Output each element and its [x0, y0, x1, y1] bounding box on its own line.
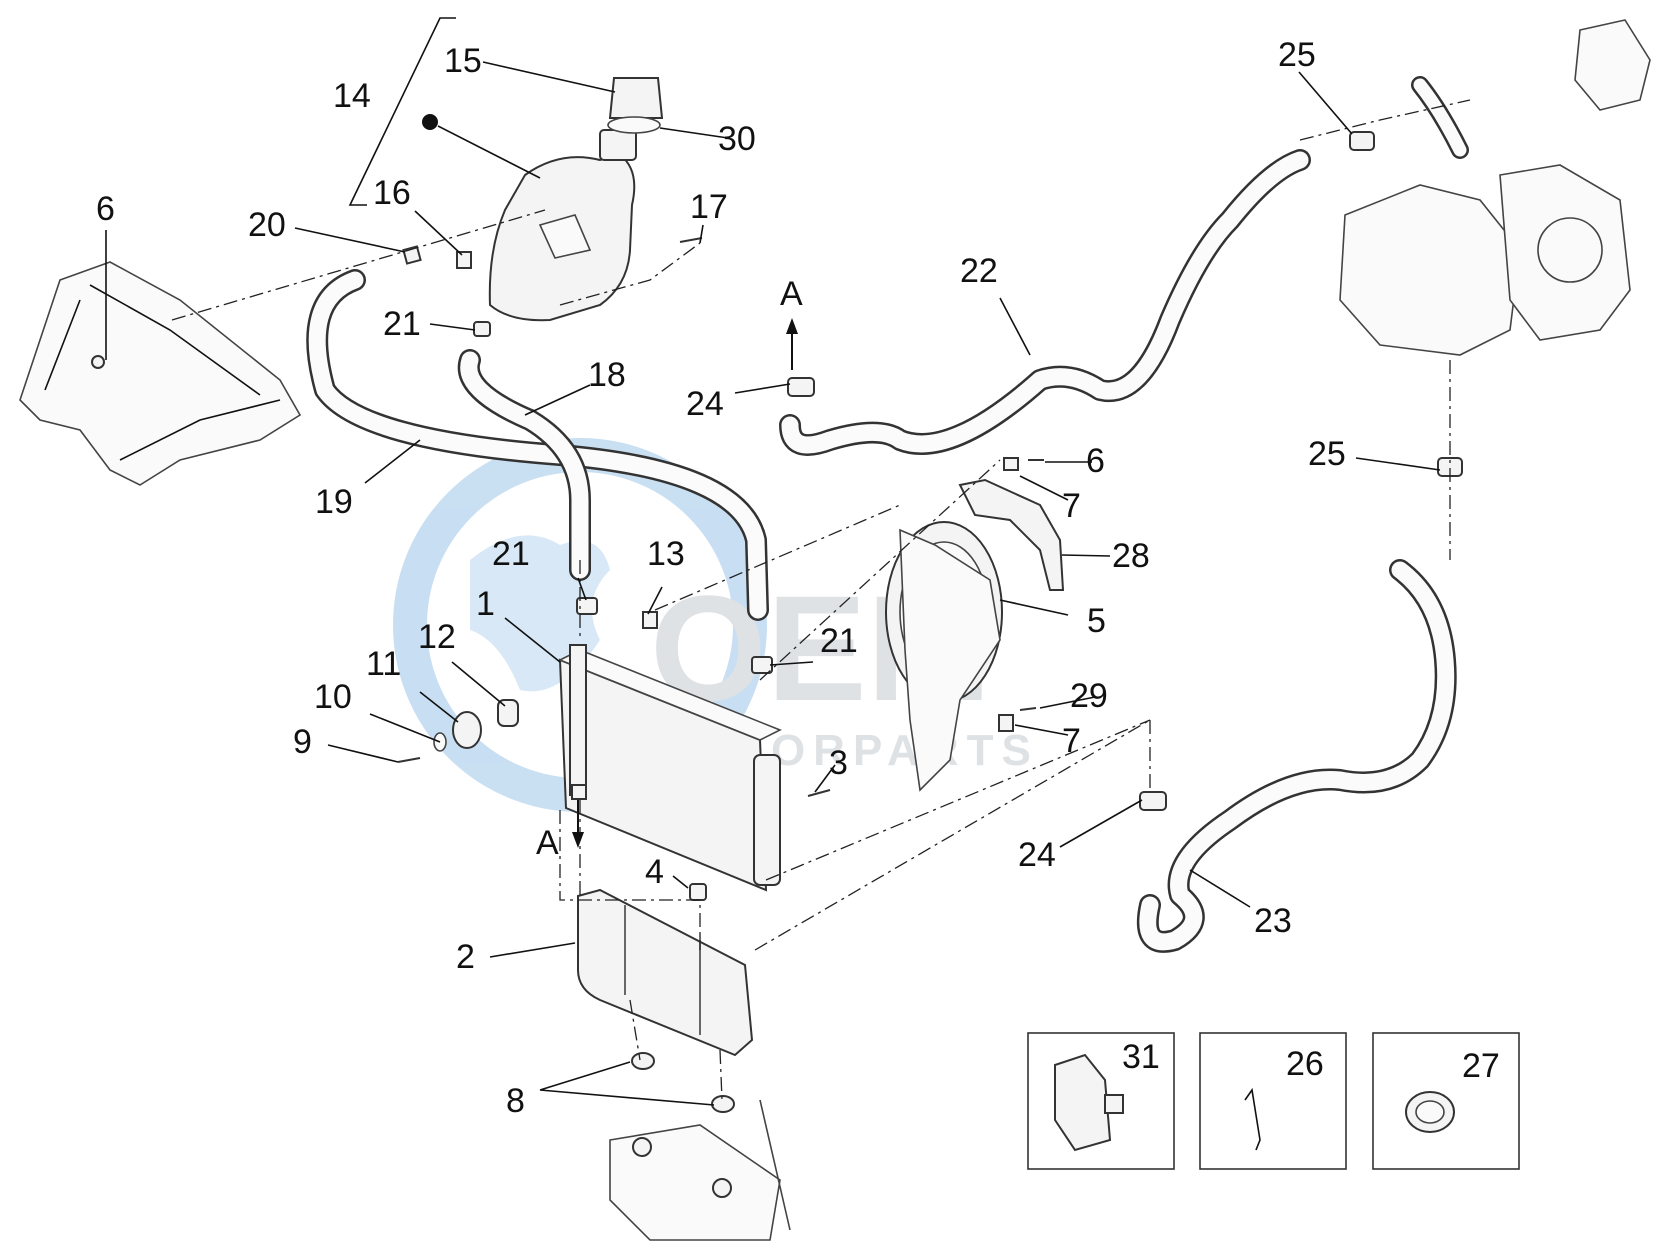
- hose-23: [1136, 559, 1457, 953]
- callout-10: 10: [314, 678, 352, 716]
- expansion-tank: [488, 77, 664, 322]
- callout-21c: 21: [492, 535, 530, 573]
- frame-floor: [609, 1099, 791, 1241]
- callout-24b: 24: [1018, 836, 1056, 874]
- callout-22: 22: [960, 252, 998, 290]
- small-hardware: [397, 114, 1463, 1113]
- fan-assembly: [885, 478, 1065, 792]
- arrow-a-top: A: [780, 275, 803, 370]
- callout-21b: 21: [820, 622, 858, 660]
- callout-28: 28: [1112, 537, 1150, 575]
- bullet-dot: [422, 114, 438, 130]
- callout-16: 16: [373, 174, 411, 212]
- engine-block: [1339, 19, 1651, 356]
- hose-19: [306, 269, 769, 621]
- callout-18: 18: [588, 356, 626, 394]
- callout-30: 30: [718, 120, 756, 158]
- radiator: [558, 644, 782, 892]
- bracket-14: [348, 17, 456, 206]
- callout-14: 14: [333, 77, 371, 115]
- arrow-a-bottom: A: [536, 800, 584, 862]
- callout-15: 15: [444, 42, 482, 80]
- callout-8: 8: [506, 1082, 525, 1120]
- callout-31: 31: [1122, 1038, 1160, 1076]
- connection-lines: [171, 99, 1471, 1101]
- callout-6b: 6: [1086, 442, 1105, 480]
- callouts: 15 14 30 16 20 17 6 21 18 19 24 22 25 25…: [96, 36, 1346, 1120]
- arrow-a-bottom-label: A: [536, 824, 559, 862]
- callout-11: 11: [366, 645, 401, 683]
- arrow-a-top-label: A: [780, 275, 803, 313]
- callout-20: 20: [248, 206, 286, 244]
- callout-19: 19: [315, 483, 353, 521]
- callout-3: 3: [829, 744, 848, 782]
- callout-9: 9: [293, 723, 312, 761]
- callout-2: 2: [456, 938, 475, 976]
- callout-17: 17: [690, 188, 728, 226]
- callout-7a: 7: [1062, 487, 1081, 525]
- callout-7b: 7: [1062, 722, 1081, 760]
- callout-25a: 25: [1278, 36, 1316, 74]
- callout-29: 29: [1070, 677, 1108, 715]
- accessory-box-31: 31: [1027, 1032, 1175, 1170]
- callout-4: 4: [645, 853, 664, 891]
- frame-bracket: [19, 261, 302, 486]
- callout-5: 5: [1087, 602, 1106, 640]
- hose-22: [779, 149, 1311, 456]
- callout-6a: 6: [96, 190, 115, 228]
- callout-21a: 21: [383, 305, 421, 343]
- callout-13: 13: [647, 535, 685, 573]
- leader-lines: [105, 61, 1441, 1106]
- callout-1: 1: [476, 585, 495, 623]
- callout-12: 12: [418, 618, 456, 656]
- callout-26: 26: [1286, 1045, 1324, 1083]
- hose-18: [457, 349, 591, 581]
- callout-24a: 24: [686, 385, 724, 423]
- callout-27: 27: [1462, 1047, 1500, 1085]
- accessory-box-26: 26: [1199, 1032, 1347, 1170]
- callout-23: 23: [1254, 902, 1292, 940]
- callout-25b: 25: [1308, 435, 1346, 473]
- accessory-box-27: 27: [1372, 1032, 1520, 1170]
- radiator-cover: [577, 888, 754, 1057]
